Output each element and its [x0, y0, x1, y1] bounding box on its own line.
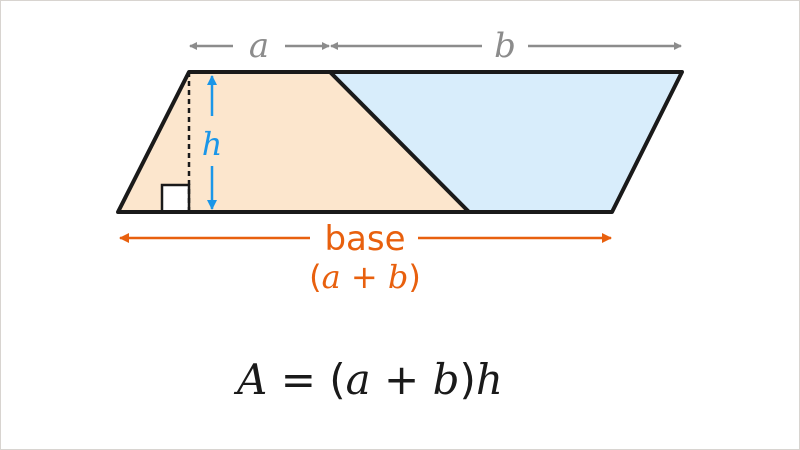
formula-b: b: [433, 355, 460, 404]
base-expr-b: b: [388, 258, 408, 296]
formula-eq: = (: [267, 355, 345, 404]
h-label: h: [202, 125, 223, 163]
base-expr-a: a: [322, 258, 341, 296]
base-label: base: [324, 219, 405, 259]
base-expr-close: ): [408, 258, 420, 296]
formula-plus: +: [371, 355, 433, 404]
base-expr-plus: +: [341, 258, 388, 296]
formula-close: ): [460, 355, 476, 404]
a-label: a: [249, 26, 269, 66]
formula-A: A: [233, 355, 267, 404]
formula-h: h: [476, 355, 503, 404]
b-label: b: [494, 26, 516, 66]
split-line: [328, 70, 471, 214]
right-angle-marker: [160, 183, 191, 214]
base-expr-open: (: [309, 258, 321, 296]
parallelogram-outline: [116, 70, 684, 214]
formula-a: a: [346, 355, 371, 404]
blue-trapezium: [330, 72, 682, 212]
area-formula: A = (a + b)h: [233, 355, 503, 404]
peach-trapezium: [118, 72, 469, 212]
base-expression: (a + b): [309, 258, 421, 296]
